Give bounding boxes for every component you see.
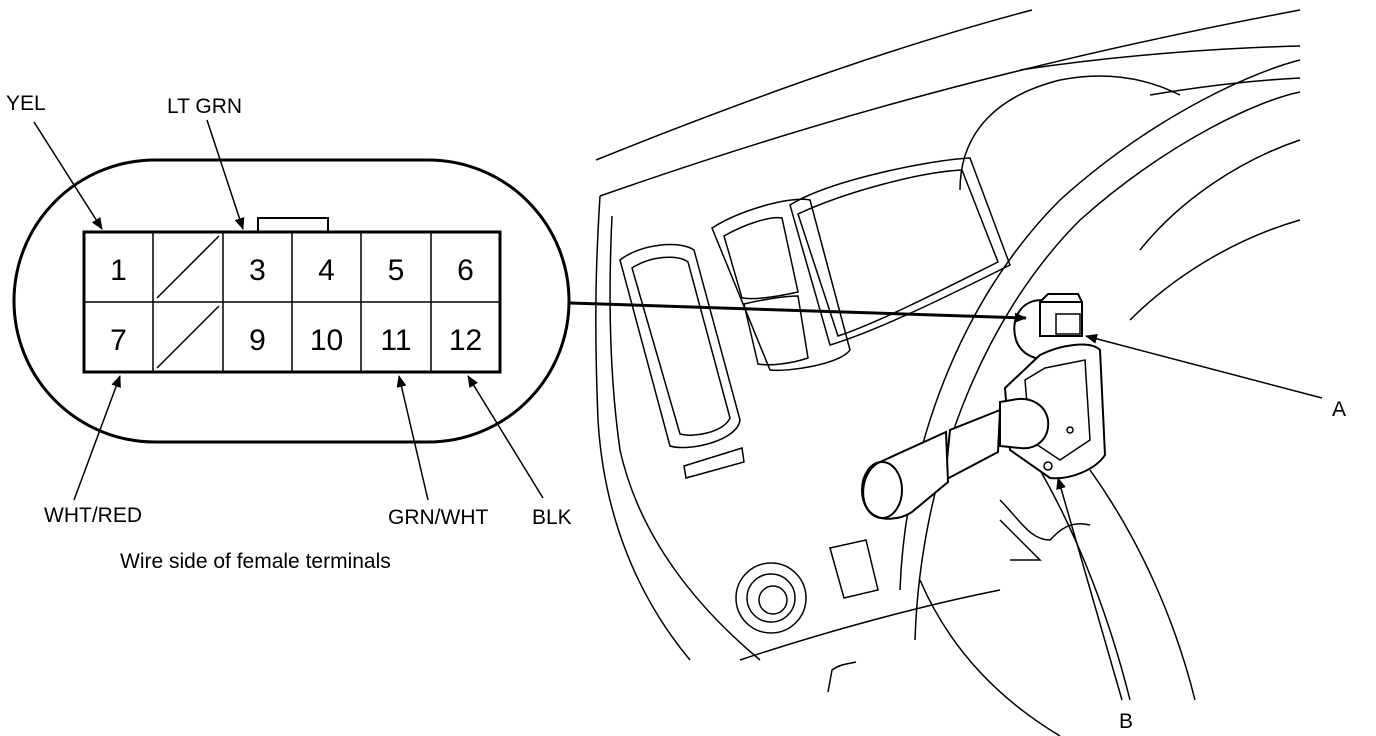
connector-outline-capsule — [12, 158, 571, 444]
dashboard-illustration — [595, 9, 1301, 736]
steering-wheel-rim — [899, 59, 1301, 591]
center-vent — [631, 256, 731, 436]
leader-arrow-blk — [467, 375, 544, 499]
dash-left-edge — [609, 215, 761, 661]
column-cover — [999, 499, 1091, 541]
terminal-number: 11 — [380, 324, 411, 357]
callout-leader-a — [1085, 333, 1323, 399]
center-vent — [619, 243, 741, 449]
turn-signal-lever-tip — [862, 430, 950, 520]
empty-cavity-slash — [156, 305, 220, 369]
terminal-number: 5 — [388, 254, 405, 287]
callout-leader-b — [1056, 477, 1123, 701]
terminal-number: 10 — [310, 324, 343, 357]
steering-column — [1089, 469, 1196, 701]
meter-cluster-housing — [789, 157, 1011, 346]
terminal-number: 6 — [457, 254, 474, 287]
lower-dash-edge — [739, 589, 1001, 661]
meter-hood — [959, 75, 1181, 191]
dash-button — [829, 539, 879, 599]
dash-knob — [746, 573, 796, 623]
switch-panel — [711, 198, 851, 372]
wire-label-wht-red: WHT/RED — [44, 504, 142, 527]
wire-label-blk: BLK — [532, 506, 572, 529]
leader-arrow-yel — [33, 121, 103, 230]
steering-wheel-rim — [1129, 219, 1301, 321]
terminal-number: 3 — [249, 254, 266, 287]
wire-label-yel: YEL — [6, 92, 46, 115]
wire-label-grn-wht: GRN/WHT — [388, 506, 488, 529]
connector-a-body — [1039, 301, 1083, 337]
terminal-number: 12 — [449, 324, 482, 357]
clock-spring-bracket — [1013, 299, 1045, 361]
wire-label-lt-grn: LT GRN — [167, 95, 242, 118]
connector-view: 1 3 4 5 6 7 9 10 11 12 YEL LT GRN WHT/RE… — [6, 92, 572, 573]
vent-slot — [683, 447, 745, 479]
lower-dash-edge — [827, 661, 857, 693]
callout-label-b: B — [1119, 710, 1133, 733]
terminal-number: 9 — [249, 324, 266, 357]
dash-top-outline — [1149, 77, 1301, 96]
connector-lock-tab — [257, 217, 329, 232]
empty-cavity-slash — [156, 235, 220, 299]
terminal-number: 7 — [110, 324, 127, 357]
terminal-number: 4 — [318, 254, 335, 287]
dash-knob — [758, 585, 788, 615]
callout-label-a: A — [1332, 398, 1346, 421]
dash-top-outline — [1019, 45, 1301, 71]
connector-a-top — [1039, 293, 1083, 303]
column-cover — [999, 519, 1042, 561]
switch-screw — [1066, 426, 1074, 434]
leader-arrow-wht-red — [73, 375, 121, 501]
dash-left-edge — [595, 195, 691, 661]
meter-cluster-housing — [797, 169, 999, 337]
steering-wheel-rim — [914, 91, 1301, 641]
location-pointer-arrow — [569, 301, 1027, 323]
dash-top-outline — [595, 9, 1033, 161]
connector-view-caption: Wire side of female terminals — [120, 550, 391, 573]
steering-column — [1039, 469, 1131, 701]
dash-knob — [735, 562, 807, 634]
turn-signal-lever-end — [861, 461, 903, 519]
switch-blank — [743, 295, 809, 366]
dash-top-outline — [599, 9, 1301, 197]
terminal-number: 1 — [110, 254, 127, 287]
turn-signal-lever — [943, 408, 1002, 482]
connector-a-face — [1055, 313, 1081, 335]
turn-signal-lever — [999, 398, 1050, 450]
leader-arrow-lt-grn — [206, 119, 245, 230]
hazard-switch — [723, 216, 799, 300]
leader-arrow-grn-wht — [396, 375, 429, 501]
switch-screw — [1043, 461, 1053, 471]
steering-wheel-rim — [1139, 139, 1301, 251]
